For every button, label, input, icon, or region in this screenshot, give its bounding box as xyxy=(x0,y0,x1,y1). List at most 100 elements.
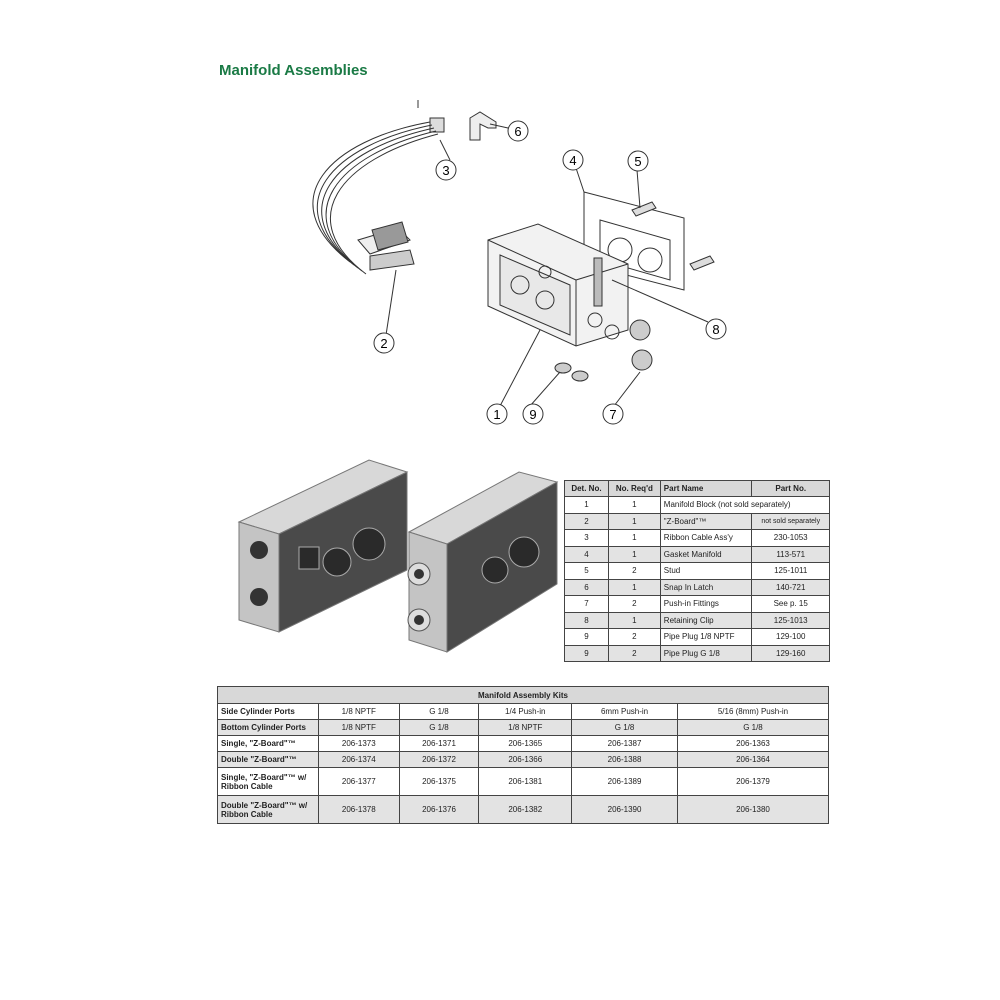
table-cell: 206-1378 xyxy=(318,795,400,824)
cell-req: 1 xyxy=(607,512,661,530)
cell-det: 1 xyxy=(564,496,609,514)
callout-2: 2 xyxy=(373,332,395,354)
table-cell: 1/8 NPTF xyxy=(478,719,573,736)
cell-partno: 129-160 xyxy=(751,644,830,662)
table-cell: 206-1380 xyxy=(676,795,830,824)
table-cell: 206-1375 xyxy=(398,767,480,796)
table-cell: 206-1376 xyxy=(398,795,480,824)
callout-9: 9 xyxy=(522,403,544,425)
cell-det: 9 xyxy=(564,644,609,662)
table-cell: 206-1382 xyxy=(478,795,573,824)
row-label: Double "Z-Board"™ w/ Ribbon Cable xyxy=(217,795,319,824)
cell-req: 1 xyxy=(607,578,661,596)
parts-header-partno: Part No. xyxy=(751,480,830,497)
cell-req: 1 xyxy=(607,529,661,547)
table-cell: 206-1381 xyxy=(478,767,573,796)
callout-3: 3 xyxy=(435,159,457,181)
table-cell: 206-1365 xyxy=(478,735,573,752)
table-cell: G 1/8 xyxy=(398,719,480,736)
table-cell: 206-1374 xyxy=(318,751,400,768)
cell-partno: 230-1053 xyxy=(751,529,830,547)
cell-name: Gasket Manifold xyxy=(659,545,753,563)
table-cell: 206-1363 xyxy=(676,735,830,752)
callout-7-label: 7 xyxy=(609,407,616,422)
kits-table: Manifold Assembly Kits Side Cylinder Por… xyxy=(217,686,830,824)
cell-partno: 129-100 xyxy=(751,628,830,646)
table-row: Single, "Z-Board"™ 206-1373 206-1371 206… xyxy=(217,735,830,752)
table-row: Bottom Cylinder Ports 1/8 NPTF G 1/8 1/8… xyxy=(217,719,830,736)
table-cell: 206-1372 xyxy=(398,751,480,768)
table-cell: G 1/8 xyxy=(571,719,678,736)
cell-req: 2 xyxy=(607,595,661,613)
parts-header-req: No. Req'd xyxy=(607,480,661,497)
callout-5: 5 xyxy=(627,150,649,172)
row-label: Single, "Z-Board"™ w/ Ribbon Cable xyxy=(217,767,319,796)
cell-det: 8 xyxy=(564,611,609,629)
table-cell: G 1/8 xyxy=(398,703,480,720)
table-cell: 206-1373 xyxy=(318,735,400,752)
table-row: Side Cylinder Ports 1/8 NPTF G 1/8 1/4 P… xyxy=(217,703,830,720)
cell-name: "Z-Board"™ xyxy=(659,512,753,530)
cell-det: 7 xyxy=(564,595,609,613)
parts-header-name: Part Name xyxy=(659,480,753,497)
table-cell: 5/16 (8mm) Push-in xyxy=(676,703,830,720)
cell-name: Stud xyxy=(659,562,753,580)
cell-det: 3 xyxy=(564,529,609,547)
callout-4: 4 xyxy=(562,149,584,171)
row-label: Single, "Z-Board"™ xyxy=(217,735,319,752)
callout-1: 1 xyxy=(486,403,508,425)
callout-8: 8 xyxy=(705,318,727,340)
cell-partno: See p. 15 xyxy=(751,595,830,613)
row-label: Bottom Cylinder Ports xyxy=(217,719,319,736)
cell-det: 5 xyxy=(564,562,609,580)
cell-name: Push-in Fittings xyxy=(659,595,753,613)
table-cell: 206-1379 xyxy=(676,767,830,796)
table-cell: 1/4 Push-in xyxy=(478,703,573,720)
cell-req: 2 xyxy=(607,644,661,662)
manifold-photo xyxy=(219,452,559,657)
table-row: Double "Z-Board"™ 206-1374 206-1372 206-… xyxy=(217,751,830,768)
callout-1-label: 1 xyxy=(493,407,500,422)
callout-7: 7 xyxy=(602,403,624,425)
callout-8-label: 8 xyxy=(712,322,719,337)
cell-det: 2 xyxy=(564,512,609,530)
cell-req: 1 xyxy=(607,496,661,514)
cell-partno: not sold separately xyxy=(751,512,830,530)
parts-header-det: Det. No. xyxy=(564,480,609,497)
cell-partno: 140-721 xyxy=(751,578,830,596)
cell-name: Pipe Plug 1/8 NPTF xyxy=(659,628,753,646)
callout-6: 6 xyxy=(507,120,529,142)
cell-det: 9 xyxy=(564,628,609,646)
table-row: Single, "Z-Board"™ w/ Ribbon Cable 206-1… xyxy=(217,767,830,796)
table-cell: 206-1388 xyxy=(571,751,678,768)
callout-2-label: 2 xyxy=(380,336,387,351)
callout-5-label: 5 xyxy=(634,154,641,169)
exploded-diagram: 3 6 4 5 8 2 1 9 7 xyxy=(312,100,727,425)
table-cell: 206-1389 xyxy=(571,767,678,796)
callout-3-label: 3 xyxy=(442,163,449,178)
table-cell: 206-1387 xyxy=(571,735,678,752)
row-label: Double "Z-Board"™ xyxy=(217,751,319,768)
table-cell: G 1/8 xyxy=(676,719,830,736)
cell-name: Ribbon Cable Ass'y xyxy=(659,529,753,547)
parts-header-row: Det. No. No. Req'd Part Name Part No. xyxy=(564,480,830,497)
cell-partno: 125-1011 xyxy=(751,562,830,580)
table-cell: 6mm Push-in xyxy=(571,703,678,720)
table-cell: 1/8 NPTF xyxy=(318,703,400,720)
callout-9-label: 9 xyxy=(529,407,536,422)
cell-partno: 125-1013 xyxy=(751,611,830,629)
cell-name: Retaining Clip xyxy=(659,611,753,629)
cell-req: 2 xyxy=(607,628,661,646)
cell-det: 6 xyxy=(564,578,609,596)
table-cell: 206-1364 xyxy=(676,751,830,768)
